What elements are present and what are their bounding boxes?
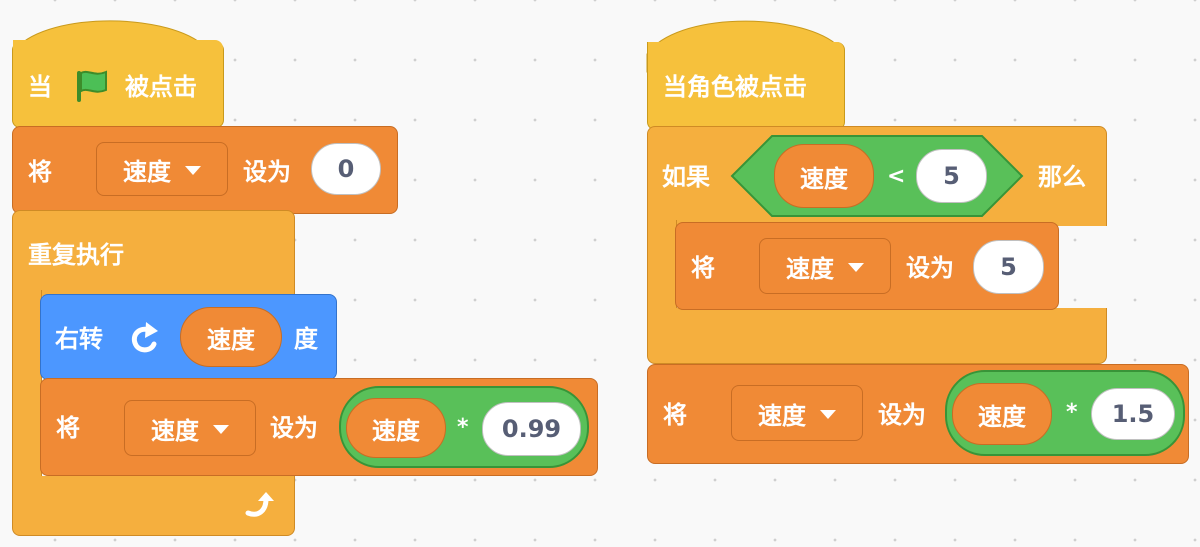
then-label: 那么 bbox=[1038, 163, 1086, 191]
forever-arm bbox=[12, 290, 42, 490]
green-flag-icon bbox=[72, 68, 112, 104]
variable-dropdown[interactable]: 速度 bbox=[96, 142, 228, 196]
variable-dropdown[interactable]: 速度 bbox=[124, 400, 256, 456]
value-input[interactable]: 0 bbox=[311, 143, 381, 195]
if-arm bbox=[647, 220, 677, 320]
variable-dropdown-value: 速度 bbox=[123, 157, 171, 186]
to-label: 设为 bbox=[270, 414, 318, 442]
speed-reporter[interactable]: 速度 bbox=[180, 307, 282, 367]
chevron-down-icon bbox=[848, 262, 864, 272]
loop-arrow-icon bbox=[244, 489, 276, 521]
speed-reporter[interactable]: 速度 bbox=[346, 398, 446, 458]
forever-label: 重复执行 bbox=[28, 241, 124, 269]
if-footer bbox=[647, 308, 1107, 364]
value-input[interactable]: 1.5 bbox=[1091, 388, 1175, 440]
chevron-down-icon bbox=[213, 424, 229, 434]
to-label: 设为 bbox=[243, 158, 291, 186]
set-label: 将 bbox=[28, 158, 52, 186]
multiply-operator: * bbox=[1066, 400, 1078, 425]
variable-dropdown-value: 速度 bbox=[758, 401, 806, 430]
if-label: 如果 bbox=[662, 163, 710, 191]
variable-dropdown[interactable]: 速度 bbox=[759, 238, 891, 294]
rotate-right-icon bbox=[128, 322, 164, 356]
degrees-label: 度 bbox=[294, 325, 318, 353]
hat-when-label: 当 bbox=[28, 73, 52, 101]
forever-block[interactable] bbox=[12, 210, 295, 296]
turn-right-label: 右转 bbox=[55, 325, 103, 353]
speed-reporter[interactable]: 速度 bbox=[952, 383, 1052, 445]
set-label: 将 bbox=[691, 254, 715, 282]
value-input[interactable]: 5 bbox=[973, 240, 1044, 294]
forever-footer bbox=[12, 476, 295, 536]
set-label: 将 bbox=[663, 401, 687, 429]
chevron-down-icon bbox=[820, 409, 836, 419]
speed-reporter[interactable]: 速度 bbox=[774, 144, 874, 208]
to-label: 设为 bbox=[878, 401, 926, 429]
multiply-operator: * bbox=[457, 415, 469, 440]
hat-label: 当角色被点击 bbox=[663, 73, 807, 101]
value-input[interactable]: 5 bbox=[916, 149, 987, 203]
set-label: 将 bbox=[56, 414, 80, 442]
less-than-operator: < bbox=[887, 164, 906, 189]
hat-body bbox=[13, 40, 223, 127]
when-sprite-clicked-hat-block[interactable] bbox=[647, 42, 845, 130]
variable-dropdown[interactable]: 速度 bbox=[731, 385, 863, 441]
value-input[interactable]: 0.99 bbox=[482, 402, 581, 456]
hat-clicked-label: 被点击 bbox=[125, 73, 197, 101]
variable-dropdown-value: 速度 bbox=[786, 254, 834, 283]
chevron-down-icon bbox=[185, 165, 201, 175]
to-label: 设为 bbox=[906, 254, 954, 282]
variable-dropdown-value: 速度 bbox=[151, 416, 199, 445]
